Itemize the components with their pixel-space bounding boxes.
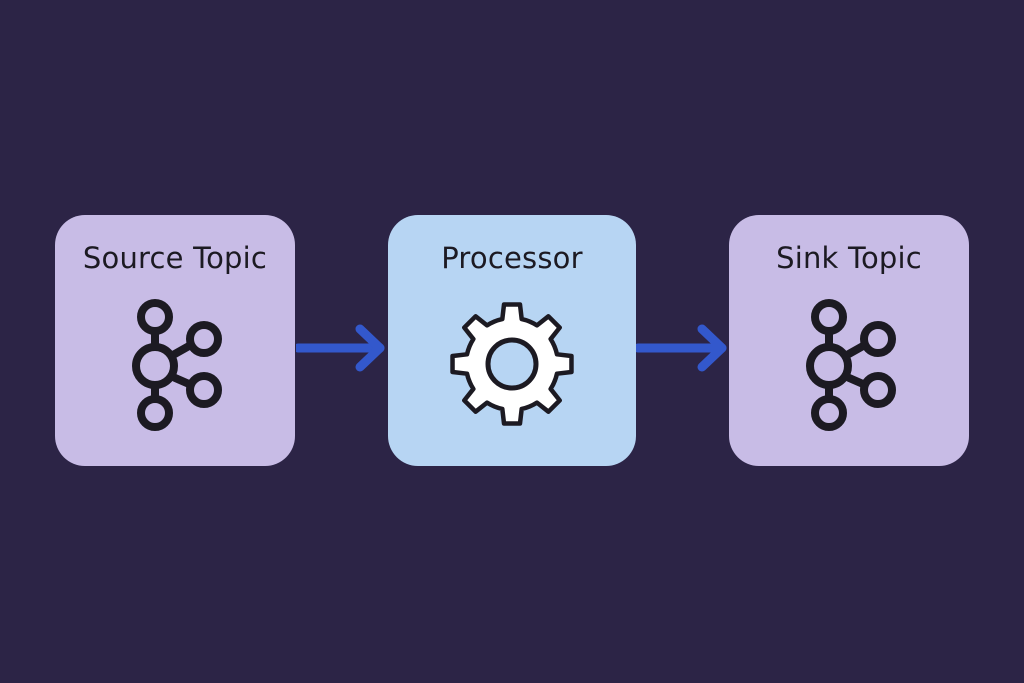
processor-node: Processor [388,215,636,466]
gear-icon [450,302,574,426]
source-topic-label: Source Topic [82,241,268,275]
kafka-topic-icon [806,299,896,431]
kafka-topic-icon [132,299,222,431]
sink-topic-label: Sink Topic [776,241,922,275]
sink-topic-node: Sink Topic [729,215,969,466]
arrow-processor-to-sink [636,324,727,372]
arrow-source-to-processor [296,324,385,372]
processor-label: Processor [441,241,583,275]
source-topic-node: Source Topic [55,215,295,466]
